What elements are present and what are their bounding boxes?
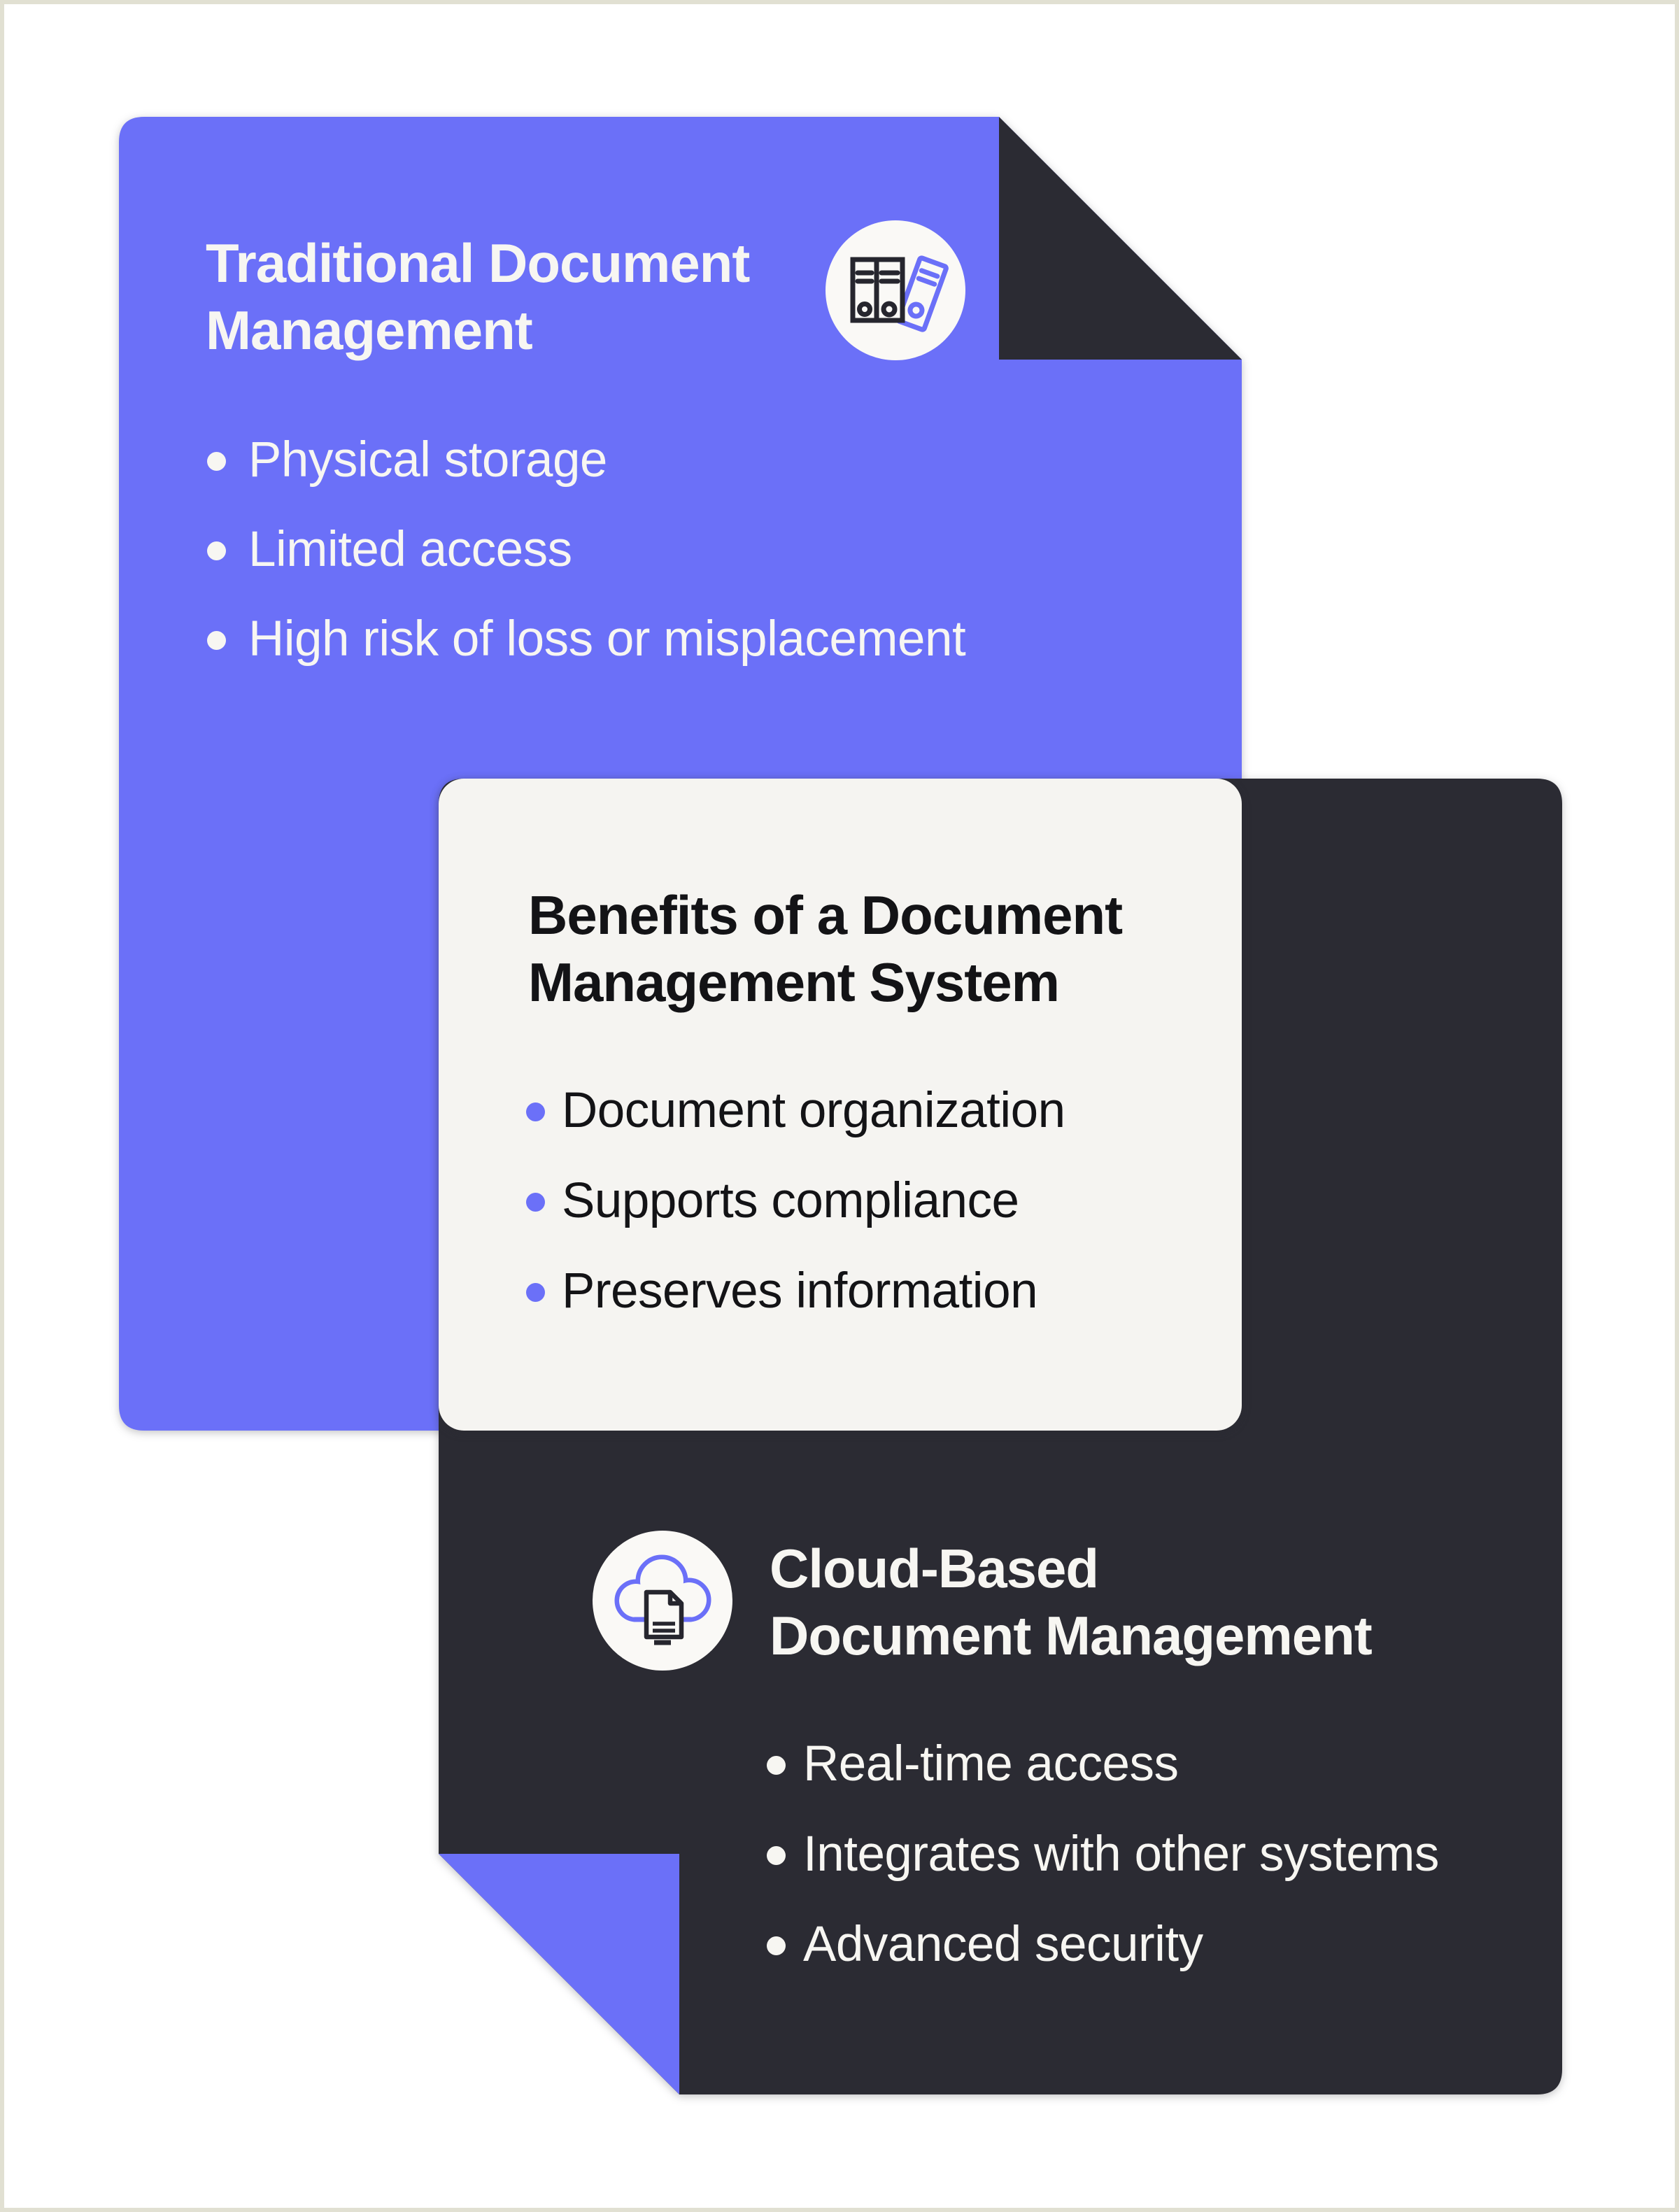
bullet-dot: [207, 541, 226, 560]
title-line: Management System: [528, 951, 1060, 1013]
bullet-text: Physical storage: [248, 432, 607, 488]
bullet-dot: [767, 1936, 786, 1955]
bullet-text: Preserves information: [562, 1263, 1038, 1319]
bullet-dot: [526, 1283, 545, 1302]
tilted-binder-icon: [895, 255, 949, 332]
bullet-dot: [207, 631, 226, 650]
benefits-card-shape: [439, 779, 1242, 1431]
cloud-document-icon: [593, 1531, 732, 1671]
bullet-text: High risk of loss or misplacement: [248, 611, 966, 667]
folded-corner-icon: [999, 117, 1242, 360]
benefits-bullet-list: Document organization Supports complianc…: [526, 1083, 1065, 1319]
bullet-text: Document organization: [562, 1083, 1065, 1138]
title-line: Traditional Document: [206, 232, 750, 294]
folded-corner-icon: [439, 1854, 679, 2094]
title-line: Management: [206, 299, 533, 361]
title-line: Benefits of a Document: [528, 884, 1123, 946]
bullet-dot: [207, 452, 226, 471]
bullet-dot: [767, 1756, 786, 1775]
traditional-bullet-list: Physical storage Limited access High ris…: [207, 432, 966, 667]
bullet-text: Real-time access: [803, 1736, 1179, 1792]
cloud-bullet-list: Real-time access Integrates with other s…: [767, 1736, 1439, 1972]
title-line: Document Management: [770, 1605, 1373, 1666]
bullet-dot: [767, 1846, 786, 1865]
bullet-text: Limited access: [248, 522, 572, 577]
list-item: Limited access: [207, 522, 965, 577]
list-item: Preserves information: [526, 1263, 1065, 1319]
binders-icon: [826, 220, 965, 360]
list-item: Real-time access: [767, 1736, 1439, 1792]
bullet-text: Supports compliance: [562, 1173, 1019, 1228]
cloud-card-title: Cloud-Based Document Management: [770, 1535, 1373, 1669]
bullet-dot: [526, 1193, 545, 1212]
title-line: Cloud-Based: [770, 1538, 1099, 1599]
bullet-dot: [526, 1103, 545, 1121]
list-item: Integrates with other systems: [767, 1827, 1439, 1882]
bullet-text: Advanced security: [803, 1917, 1203, 1972]
benefits-card-title: Benefits of a Document Management System: [528, 881, 1123, 1016]
list-item: Supports compliance: [526, 1173, 1065, 1228]
bullet-text: Integrates with other systems: [803, 1827, 1439, 1882]
document-icon: [644, 1589, 684, 1645]
list-item: Document organization: [526, 1083, 1065, 1138]
list-item: High risk of loss or misplacement: [207, 611, 966, 667]
upright-binders-icon: [850, 257, 905, 323]
list-item: Physical storage: [207, 432, 965, 488]
list-item: Advanced security: [767, 1917, 1439, 1972]
traditional-card-title: Traditional Document Management: [206, 229, 750, 364]
